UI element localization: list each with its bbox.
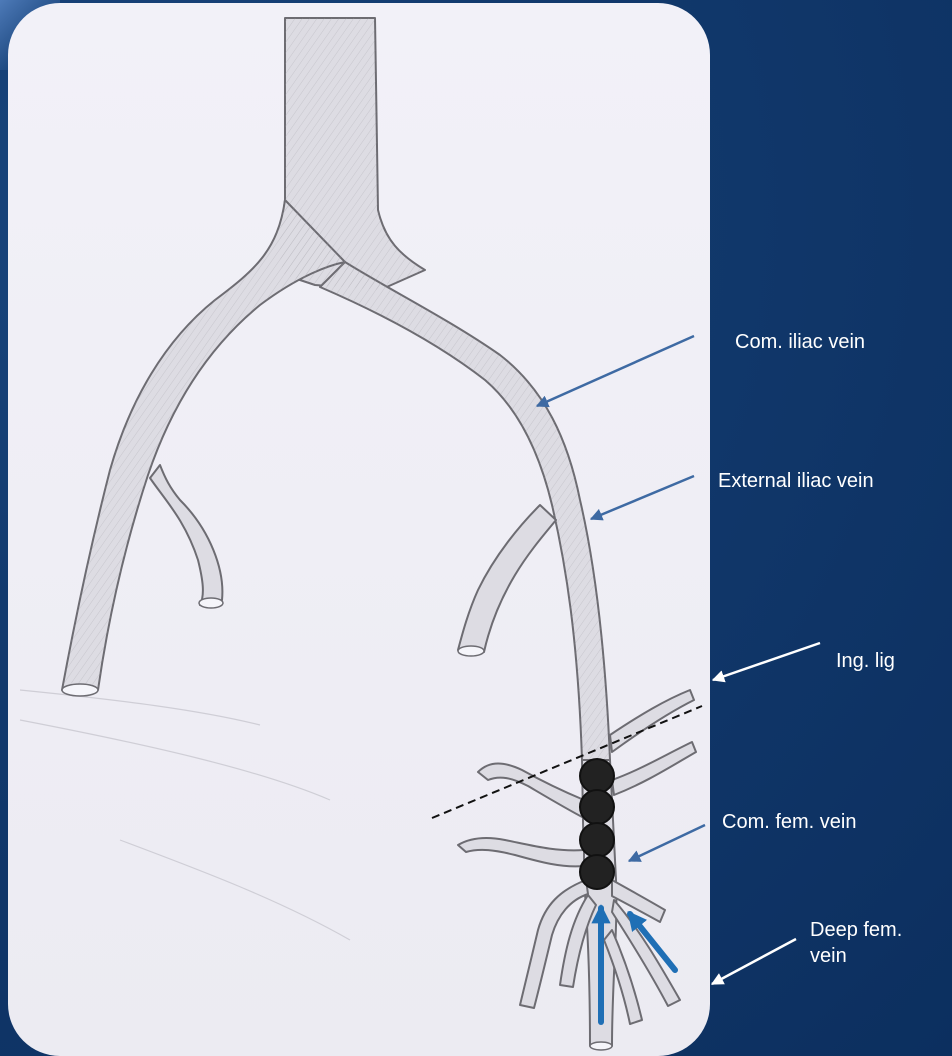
- external-iliac-vein-label: External iliac vein: [718, 468, 874, 494]
- com-iliac-arrow: [537, 336, 694, 406]
- com-fem-arrow: [629, 825, 705, 861]
- deep-fem-arrow: [712, 939, 796, 984]
- com-fem-vein-label: Com. fem. vein: [722, 809, 856, 835]
- com-iliac-vein-label: Com. iliac vein: [735, 329, 865, 355]
- external-iliac-arrow: [591, 476, 694, 519]
- ing-lig-label: Ing. lig: [836, 648, 895, 674]
- ing-lig-arrow: [713, 643, 820, 680]
- deep-fem-vein-label: Deep fem. vein: [810, 917, 930, 969]
